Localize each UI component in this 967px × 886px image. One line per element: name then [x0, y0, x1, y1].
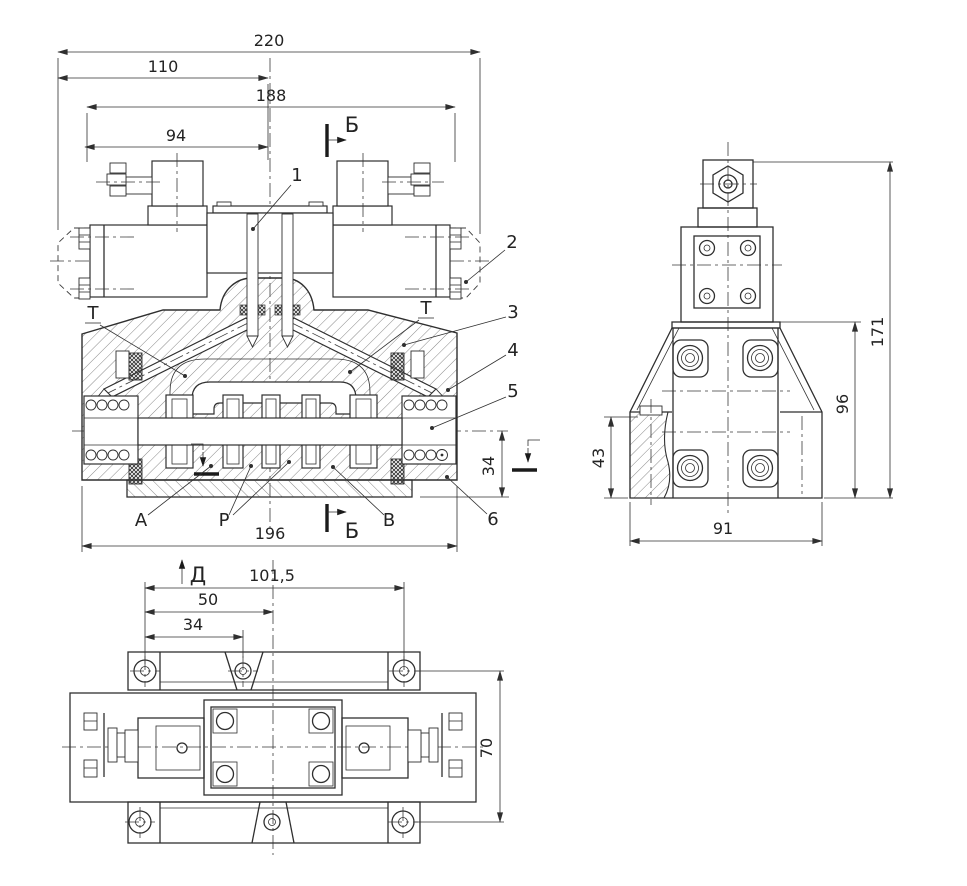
- dim-hole-offset: 34: [183, 615, 203, 634]
- section-letter-b-bottom: Б: [345, 519, 359, 543]
- side-view-dimensions: 171 96 43 91: [589, 161, 894, 546]
- right-solenoid: [332, 153, 481, 300]
- view-marker-d: Д: [178, 559, 206, 587]
- channel-boss-outline: [169, 358, 371, 413]
- dim-port-height: 43: [589, 448, 608, 468]
- seal-right-top: [390, 352, 405, 381]
- side-view: 171 96 43 91: [589, 142, 894, 546]
- top-ear-strip: [127, 651, 421, 691]
- spring-chamber-left: [83, 395, 139, 465]
- dim-connector-half-span: 94: [166, 126, 186, 145]
- center-block: [206, 201, 334, 274]
- dim-axis-to-base: 34: [479, 456, 498, 476]
- callout-4: 4: [507, 340, 518, 361]
- dim-half-span: 50: [198, 590, 218, 609]
- dim-hole-span: 101,5: [249, 566, 295, 585]
- dim-body-height: 96: [833, 394, 852, 414]
- bottom-ear-strip: [125, 801, 421, 844]
- label-t-left: T: [87, 303, 100, 324]
- front-top-dimensions: 220 110 188 94: [57, 31, 481, 234]
- callout-5: 5: [507, 381, 518, 402]
- spool-shaft: [137, 417, 403, 446]
- callout-3: 3: [507, 302, 518, 323]
- label-p: P: [219, 510, 230, 531]
- dim-half-width: 110: [148, 57, 179, 76]
- section-marker-b-top: Б: [325, 113, 359, 157]
- dim-overall-height: 171: [868, 317, 887, 348]
- dim-hole-row-span: 70: [477, 738, 496, 758]
- right-phantom-cap: [450, 227, 481, 299]
- view-letter-d: Д: [190, 563, 206, 587]
- left-din-connector: [151, 160, 204, 207]
- callout-2: 2: [506, 232, 517, 253]
- front-view: 220 110 188 94 Б: [50, 31, 540, 552]
- part-callouts: 1 2 3 4 5 6: [251, 165, 519, 530]
- valve-body-section: [81, 213, 458, 498]
- label-t-right: T: [420, 298, 433, 319]
- bottom-body: [69, 692, 477, 803]
- bottom-view: Д 101,5 50 34 70: [62, 559, 504, 855]
- dim-body-width: 196: [255, 524, 286, 543]
- seal-left-top: [128, 352, 143, 381]
- bottom-view-dimensions: 101,5 50 34 70: [144, 566, 504, 823]
- side-local-section: [629, 411, 671, 499]
- label-a: A: [135, 510, 148, 531]
- label-b: B: [383, 510, 395, 531]
- left-phantom-cap: [57, 227, 90, 299]
- right-din-connector: [336, 160, 389, 207]
- front-bottom-dimensions: 196 34: [81, 430, 509, 552]
- cut-mark-right: [512, 439, 540, 472]
- callout-6: 6: [487, 509, 498, 530]
- dome-bolts: [239, 213, 301, 349]
- left-solenoid: [57, 153, 208, 300]
- base-plate: [126, 479, 413, 498]
- port-labels: T T A P B: [85, 298, 434, 531]
- seal-right-bottom: [390, 458, 405, 485]
- cut-mark-left: [191, 443, 219, 476]
- right-connector-base: [332, 205, 393, 226]
- spring-chamber-right: [401, 395, 457, 465]
- dim-base-width: 91: [713, 519, 733, 538]
- section-marker-b-bottom: Б: [325, 504, 359, 543]
- dim-connector-span: 188: [256, 86, 287, 105]
- dim-overall-width: 220: [254, 31, 285, 50]
- section-letter-b-top: Б: [345, 113, 359, 137]
- callout-1: 1: [291, 165, 302, 186]
- left-connector-base: [147, 205, 208, 226]
- hex-nut: [712, 165, 744, 203]
